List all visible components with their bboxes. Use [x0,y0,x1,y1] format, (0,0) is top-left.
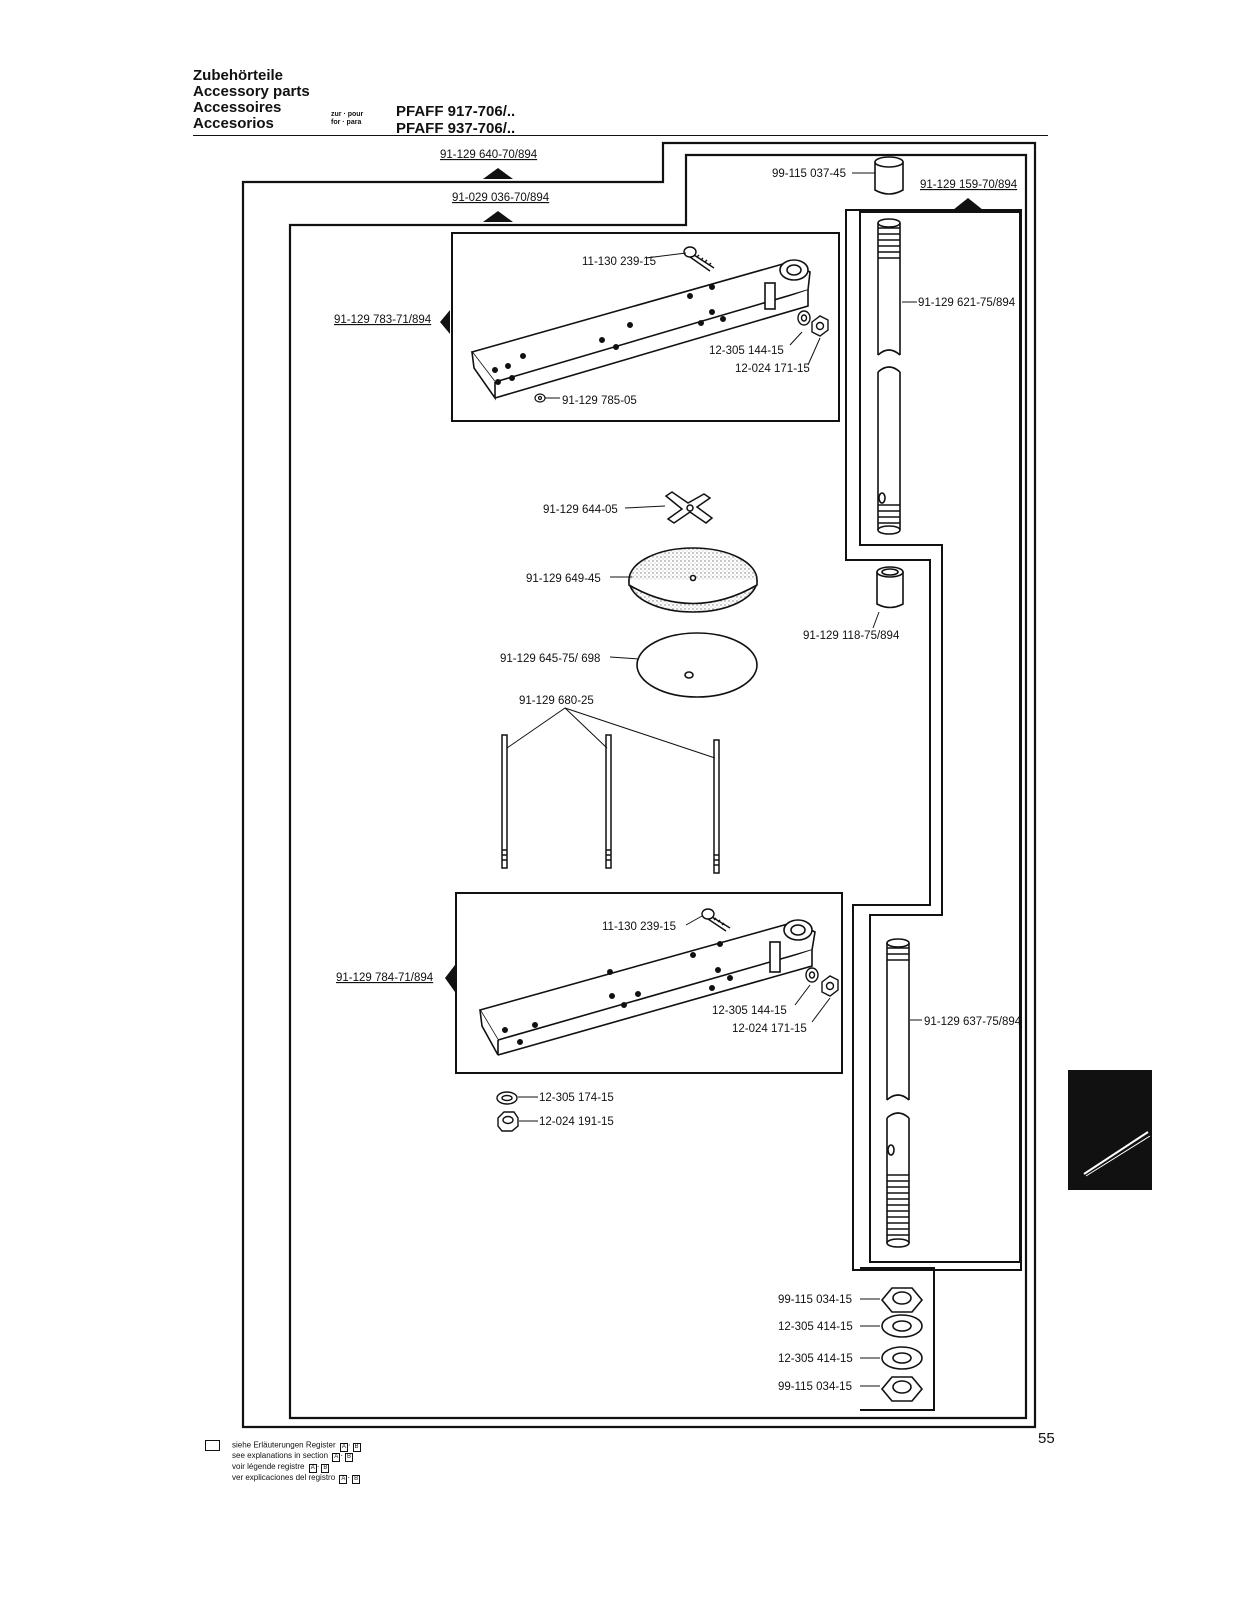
register-code-icon: B [352,1442,361,1452]
cross-part [664,491,714,524]
bottom-screw [701,908,731,932]
label-right-column: 91-129 159-70/894 [920,179,1018,191]
label-cross: 91-129 644-05 [543,504,618,516]
marker-triangle-outer [483,168,513,179]
prepositions: zur · pour for · para [331,111,363,127]
model-917: PFAFF 917-706/.. [396,103,516,120]
label-washer-stack-1: 12-305 414-15 [778,1321,853,1333]
label-tube-upper: 91-129 621-75/894 [918,297,1016,309]
model-names: PFAFF 917-706/.. PFAFF 937-706/.. [396,103,515,137]
label-screw-bottom: 11-130 239-15 [602,921,676,933]
upper-tube-part [877,218,901,535]
bottom-bar-part [478,919,816,1056]
nut-stack-box [860,1267,935,1411]
label-washer-stack-2: 12-305 414-15 [778,1353,853,1365]
label-nut-top: 12-024 171-15 [735,363,810,375]
nut-washer-stack [880,1287,924,1402]
register-letter-icon: A [308,1464,317,1473]
bottom-washer-nut [805,967,839,997]
marker-triangle-top-bar [440,310,450,334]
label-bottom-bar: 91-129 784-71/894 [336,972,434,984]
footer-legend: siehe Erläuterungen Register A·B see exp… [205,1440,361,1484]
marker-triangle-inner [483,211,513,222]
label-rods: 91-129 680-25 [519,695,594,707]
label-nut-loose: 12-024 191-15 [539,1116,614,1128]
top-pin [534,393,546,403]
footer-text-fr: voir légende registre [232,1462,305,1471]
label-washer-loose: 12-305 174-15 [539,1092,614,1104]
top-washer-nut [797,310,829,337]
footer-row-de: siehe Erläuterungen Register A·B [205,1440,361,1452]
footer-row-en: see explanations in section A·B [232,1451,353,1462]
label-washer-bottom: 12-305 144-15 [712,1005,787,1017]
prep-line-2: for · para [331,119,362,126]
label-nut-bottom: 12-024 171-15 [732,1023,807,1035]
sleeve-part [876,566,904,609]
register-code-icon: B [352,1475,361,1484]
section-tab-marker [1068,1070,1152,1190]
top-screw [683,246,715,272]
right-column-frame [845,209,1022,1271]
register-code-icon: B [344,1453,353,1462]
rods-leaders [506,707,716,759]
legend-box-icon [205,1440,220,1451]
label-cap: 99-115 037-45 [772,168,846,180]
label-pin-top: 91-129 785-05 [562,395,637,407]
footer-text-en: see explanations in section [232,1451,329,1460]
cap-part [874,156,904,195]
header-rule [193,135,1048,136]
title-en: Accessory parts [193,83,310,100]
footer-row-fr: voir légende registre A·B [232,1462,330,1473]
outer-assembly-frame [241,141,1037,1429]
inner-assembly-frame [288,153,1028,1420]
label-tube-lower: 91-129 637-75/894 [924,1016,1022,1028]
header-titles: Zubehörteile Accessory parts Accessoires… [193,68,310,132]
right-column-inner-frame [859,211,1021,1263]
label-disc-plate: 91-129 645-75/ 698 [500,653,600,665]
label-top-bar: 91-129 783-71/894 [334,314,432,326]
prep-line-1: zur · pour [331,111,364,118]
footer-text-de: siehe Erläuterungen Register [232,1440,336,1450]
footer-row-es: ver explicaciones del registro A·B [232,1473,361,1484]
bottom-bar-box [455,892,843,1074]
register-code-icon: B [321,1464,330,1473]
title-de: Zubehörteile [193,67,284,84]
register-letter-icon: A [339,1475,348,1484]
lower-tube-part [886,938,910,1248]
register-letter-icon: A [332,1453,341,1462]
marker-triangle-bottom-bar [445,965,455,992]
label-inner-assembly: 91-029 036-70/894 [452,192,550,204]
loose-washer-nut [496,1091,519,1132]
model-937: PFAFF 937-706/.. [396,120,516,137]
label-screw-top: 11-130 239-15 [582,256,656,268]
needle-icon [1083,1131,1151,1177]
label-sleeve: 91-129 118-75/894 [803,630,900,642]
marker-triangle-right [953,198,983,210]
felt-disc-part [628,547,758,613]
rods-part [501,734,720,874]
title-fr: Accessoires [193,99,282,116]
leader-lines [518,172,922,1387]
page-number: 55 [1038,1430,1055,1447]
label-outer-assembly: 91-129 640-70/894 [440,149,538,161]
footer-text-es: ver explicaciones del registro [232,1473,336,1482]
title-es: Accesorios [193,115,274,132]
label-nut-stack-2: 99-115 034-15 [778,1381,852,1393]
label-nut-stack-1: 99-115 034-15 [778,1294,852,1306]
label-washer-top: 12-305 144-15 [709,345,784,357]
plate-disc-part [636,632,758,698]
label-disc-felt: 91-129 649-45 [526,573,601,585]
top-bar-part [470,259,811,401]
top-bar-box [451,232,840,422]
